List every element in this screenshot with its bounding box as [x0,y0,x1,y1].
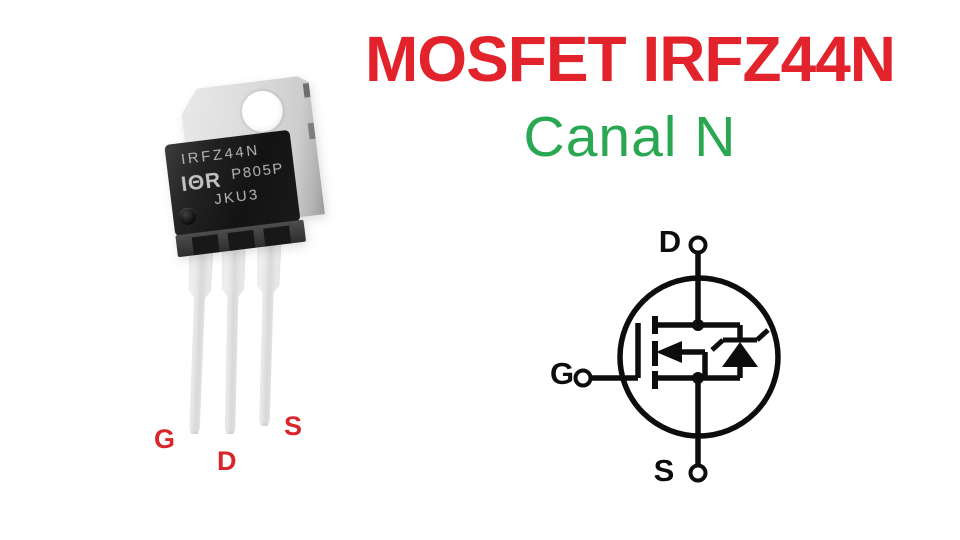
date-code-marking: P805P [230,159,286,184]
diode-triangle [722,342,758,367]
tab-notch [303,83,311,98]
terminal-label-source: S [653,453,675,488]
leg-root [227,229,256,251]
terminal-label-gate: G [549,356,575,391]
pin-label-source: S [284,411,303,441]
leg-root [263,225,292,247]
drain-node-dot [692,319,704,331]
package-body: IRFZ44N IΘR P805P JKU3 [164,129,301,237]
source-node-dot [692,372,704,384]
pin-label-gate: G [154,424,176,454]
body-arrow [656,341,682,363]
leg-root [191,234,220,256]
terminal-label-drain: D [658,224,682,259]
drain-terminal-circle [688,235,708,255]
transistor-photo: IRFZ44N IΘR P805P JKU3 G D S [0,0,360,540]
diode-cathode-flag-left [710,338,725,352]
pin-label-drain: D [217,446,237,476]
channel-type-subtitle: Canal N [523,105,737,169]
pin1-indent-dot [178,206,198,226]
source-terminal-circle [688,463,708,483]
to220-package: IRFZ44N IΘR P805P JKU3 [138,48,342,278]
diode-cathode-flag-right [755,328,770,342]
tab-notch [308,123,316,140]
symbol-body-circle [617,275,781,439]
page-title: MOSFET IRFZ44N [364,23,896,95]
gate-terminal-circle [573,368,593,388]
mounting-hole [240,89,286,135]
